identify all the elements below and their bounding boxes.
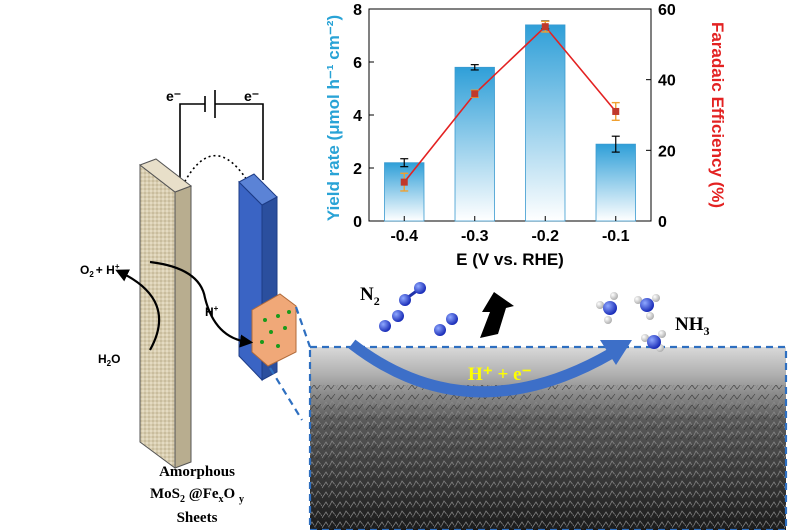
right-axis-ticks: 0 20 40 60 <box>646 2 676 231</box>
right-tick-label: 0 <box>658 214 667 231</box>
left-tick-label: 6 <box>353 55 362 72</box>
right-tick-label: 40 <box>658 73 676 90</box>
nh3-label: NH3 <box>675 314 710 338</box>
x-tick-label: -0.3 <box>461 228 489 245</box>
right-tick-label: 60 <box>658 2 676 19</box>
left-tick-label: 0 <box>353 214 362 231</box>
external-circuit <box>177 90 264 196</box>
water-oxidation-arrow <box>115 269 161 351</box>
x-axis-label: E (V vs. RHE) <box>456 250 564 269</box>
o2-h-label: O2+ H+ <box>80 262 120 279</box>
h2o-label: H2O <box>98 352 120 368</box>
nh3-molecules <box>596 292 666 352</box>
left-axis-label: Yield rate (μmol h⁻¹ cm⁻²) <box>324 15 343 221</box>
caption-line-1: Amorphous <box>159 464 235 480</box>
chart-yield-fe: 0 2 4 6 8 0 20 40 60 -0.4 -0.3 -0.2 -0.1 Yield rat… <box>324 2 727 269</box>
fe-point-0 <box>400 178 408 186</box>
right-tick-label: 20 <box>658 143 676 160</box>
catalyst-patch <box>251 293 297 367</box>
sem-image <box>308 345 788 530</box>
caption-line-2: MoS2 @FexO y <box>150 486 244 505</box>
x-axis-ticks: -0.4 -0.3 -0.2 -0.1 <box>390 216 630 245</box>
left-tick-label: 2 <box>353 161 362 178</box>
electron-label-left: e⁻ <box>166 88 181 104</box>
reaction-label: H⁺ + e⁻ <box>468 364 532 385</box>
left-tick-label: 8 <box>353 2 362 19</box>
reaction-arc-arrow <box>348 339 632 398</box>
bar-0 <box>384 162 425 222</box>
fe-line <box>403 25 617 183</box>
left-axis-ticks: 0 2 4 6 8 <box>353 2 374 231</box>
cathode-electrode <box>238 173 297 382</box>
bar-3 <box>595 143 636 222</box>
right-axis-label: Faradaic Efficiency (%) <box>708 22 727 208</box>
fe-point-3 <box>612 107 620 115</box>
n2-label: N2 <box>360 284 380 308</box>
salt-bridge-dots <box>177 154 253 196</box>
zoom-callout-lines <box>269 306 312 421</box>
anode-electrode <box>138 158 193 469</box>
bar-2 <box>525 24 566 222</box>
proton-transfer-arrow <box>149 260 254 348</box>
x-tick-label: -0.2 <box>531 228 559 245</box>
x-tick-label: -0.1 <box>602 228 630 245</box>
fe-point-2 <box>541 23 549 31</box>
electron-label-right: e⁻ <box>244 88 259 104</box>
h-plus-label: H+ <box>205 304 219 319</box>
left-tick-label: 4 <box>353 108 362 125</box>
caption-line-3: Sheets <box>177 510 218 526</box>
x-tick-label: -0.4 <box>390 228 418 245</box>
n2-molecules <box>379 282 458 336</box>
bar-group <box>384 24 636 222</box>
fe-point-1 <box>471 90 479 98</box>
fe-line-group <box>400 20 620 192</box>
up-arrow <box>480 292 514 338</box>
